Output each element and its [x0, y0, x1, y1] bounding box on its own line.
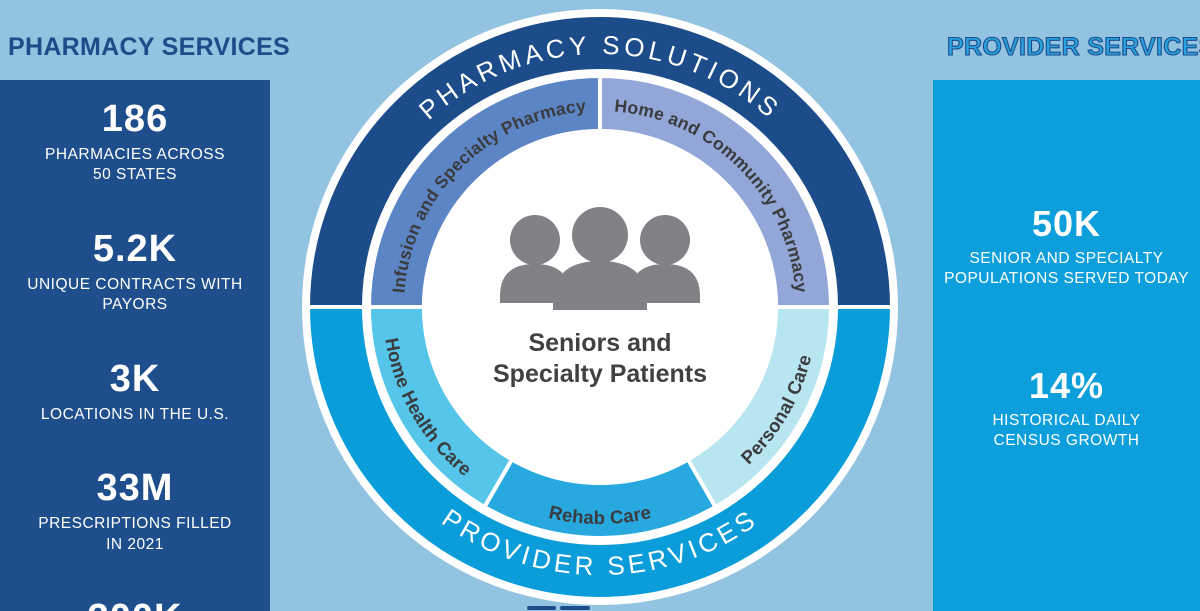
center-caption-line2: Specialty Patients: [493, 360, 707, 388]
provider-stats-box: 50K SENIOR AND SPECIALTY POPULATIONS SER…: [933, 80, 1200, 611]
services-wheel-diagram: Seniors and Specialty Patients PHARMACY …: [302, 9, 898, 605]
stat-value: 14%: [1028, 364, 1105, 406]
stat-label: HISTORICAL DAILY CENSUS GROWTH: [992, 411, 1141, 450]
segment-provider-services: [305, 305, 895, 601]
pharmacy-services-heading: PHARMACY SERVICES: [8, 33, 291, 61]
stat-value: 33M: [96, 467, 174, 510]
stat-value: 300K: [88, 599, 183, 611]
stat-label: SENIOR AND SPECIALTY POPULATIONS SERVED …: [944, 250, 1189, 288]
stat-label: PHARMACIES ACROSS 50 STATES: [45, 146, 225, 184]
stat-label: PRESCRIPTIONS FILLED IN 2021: [38, 515, 232, 553]
stat-label: UNIQUE CONTRACTS WITH PAYORS: [27, 275, 243, 314]
stat-pharmacies: 186 PHARMACIES ACROSS 50 STATES: [45, 100, 225, 186]
clipped-text-artifact: [527, 606, 556, 610]
stat-value: 186: [101, 98, 169, 140]
stat-value: 3K: [109, 357, 161, 400]
center-caption-line1: Seniors and: [528, 329, 671, 357]
stat-prescriptions: 33M PRESCRIPTIONS FILLED IN 2021: [38, 469, 231, 555]
segment-pharmacy-solutions: [305, 13, 895, 309]
provider-services-heading: PROVIDER SERVICES: [946, 33, 1200, 61]
clipped-text-artifact: [560, 606, 590, 610]
stat-value: 50K: [1031, 203, 1102, 244]
stat-contracts: 5.2K UNIQUE CONTRACTS WITH PAYORS: [27, 230, 242, 316]
stat-patients: 300K PATIENTS: [88, 599, 183, 611]
stat-value: 5.2K: [92, 227, 178, 270]
stat-locations: 3K LOCATIONS IN THE U.S.: [41, 360, 229, 425]
stat-label: LOCATIONS IN THE U.S.: [40, 405, 230, 423]
stat-census-growth: 14% HISTORICAL DAILY CENSUS GROWTH: [992, 364, 1141, 452]
people-group-icon: [500, 207, 700, 310]
stat-populations: 50K SENIOR AND SPECIALTY POPULATIONS SER…: [944, 206, 1189, 290]
pharmacy-stats-box: 186 PHARMACIES ACROSS 50 STATES 5.2K UNI…: [0, 80, 270, 611]
